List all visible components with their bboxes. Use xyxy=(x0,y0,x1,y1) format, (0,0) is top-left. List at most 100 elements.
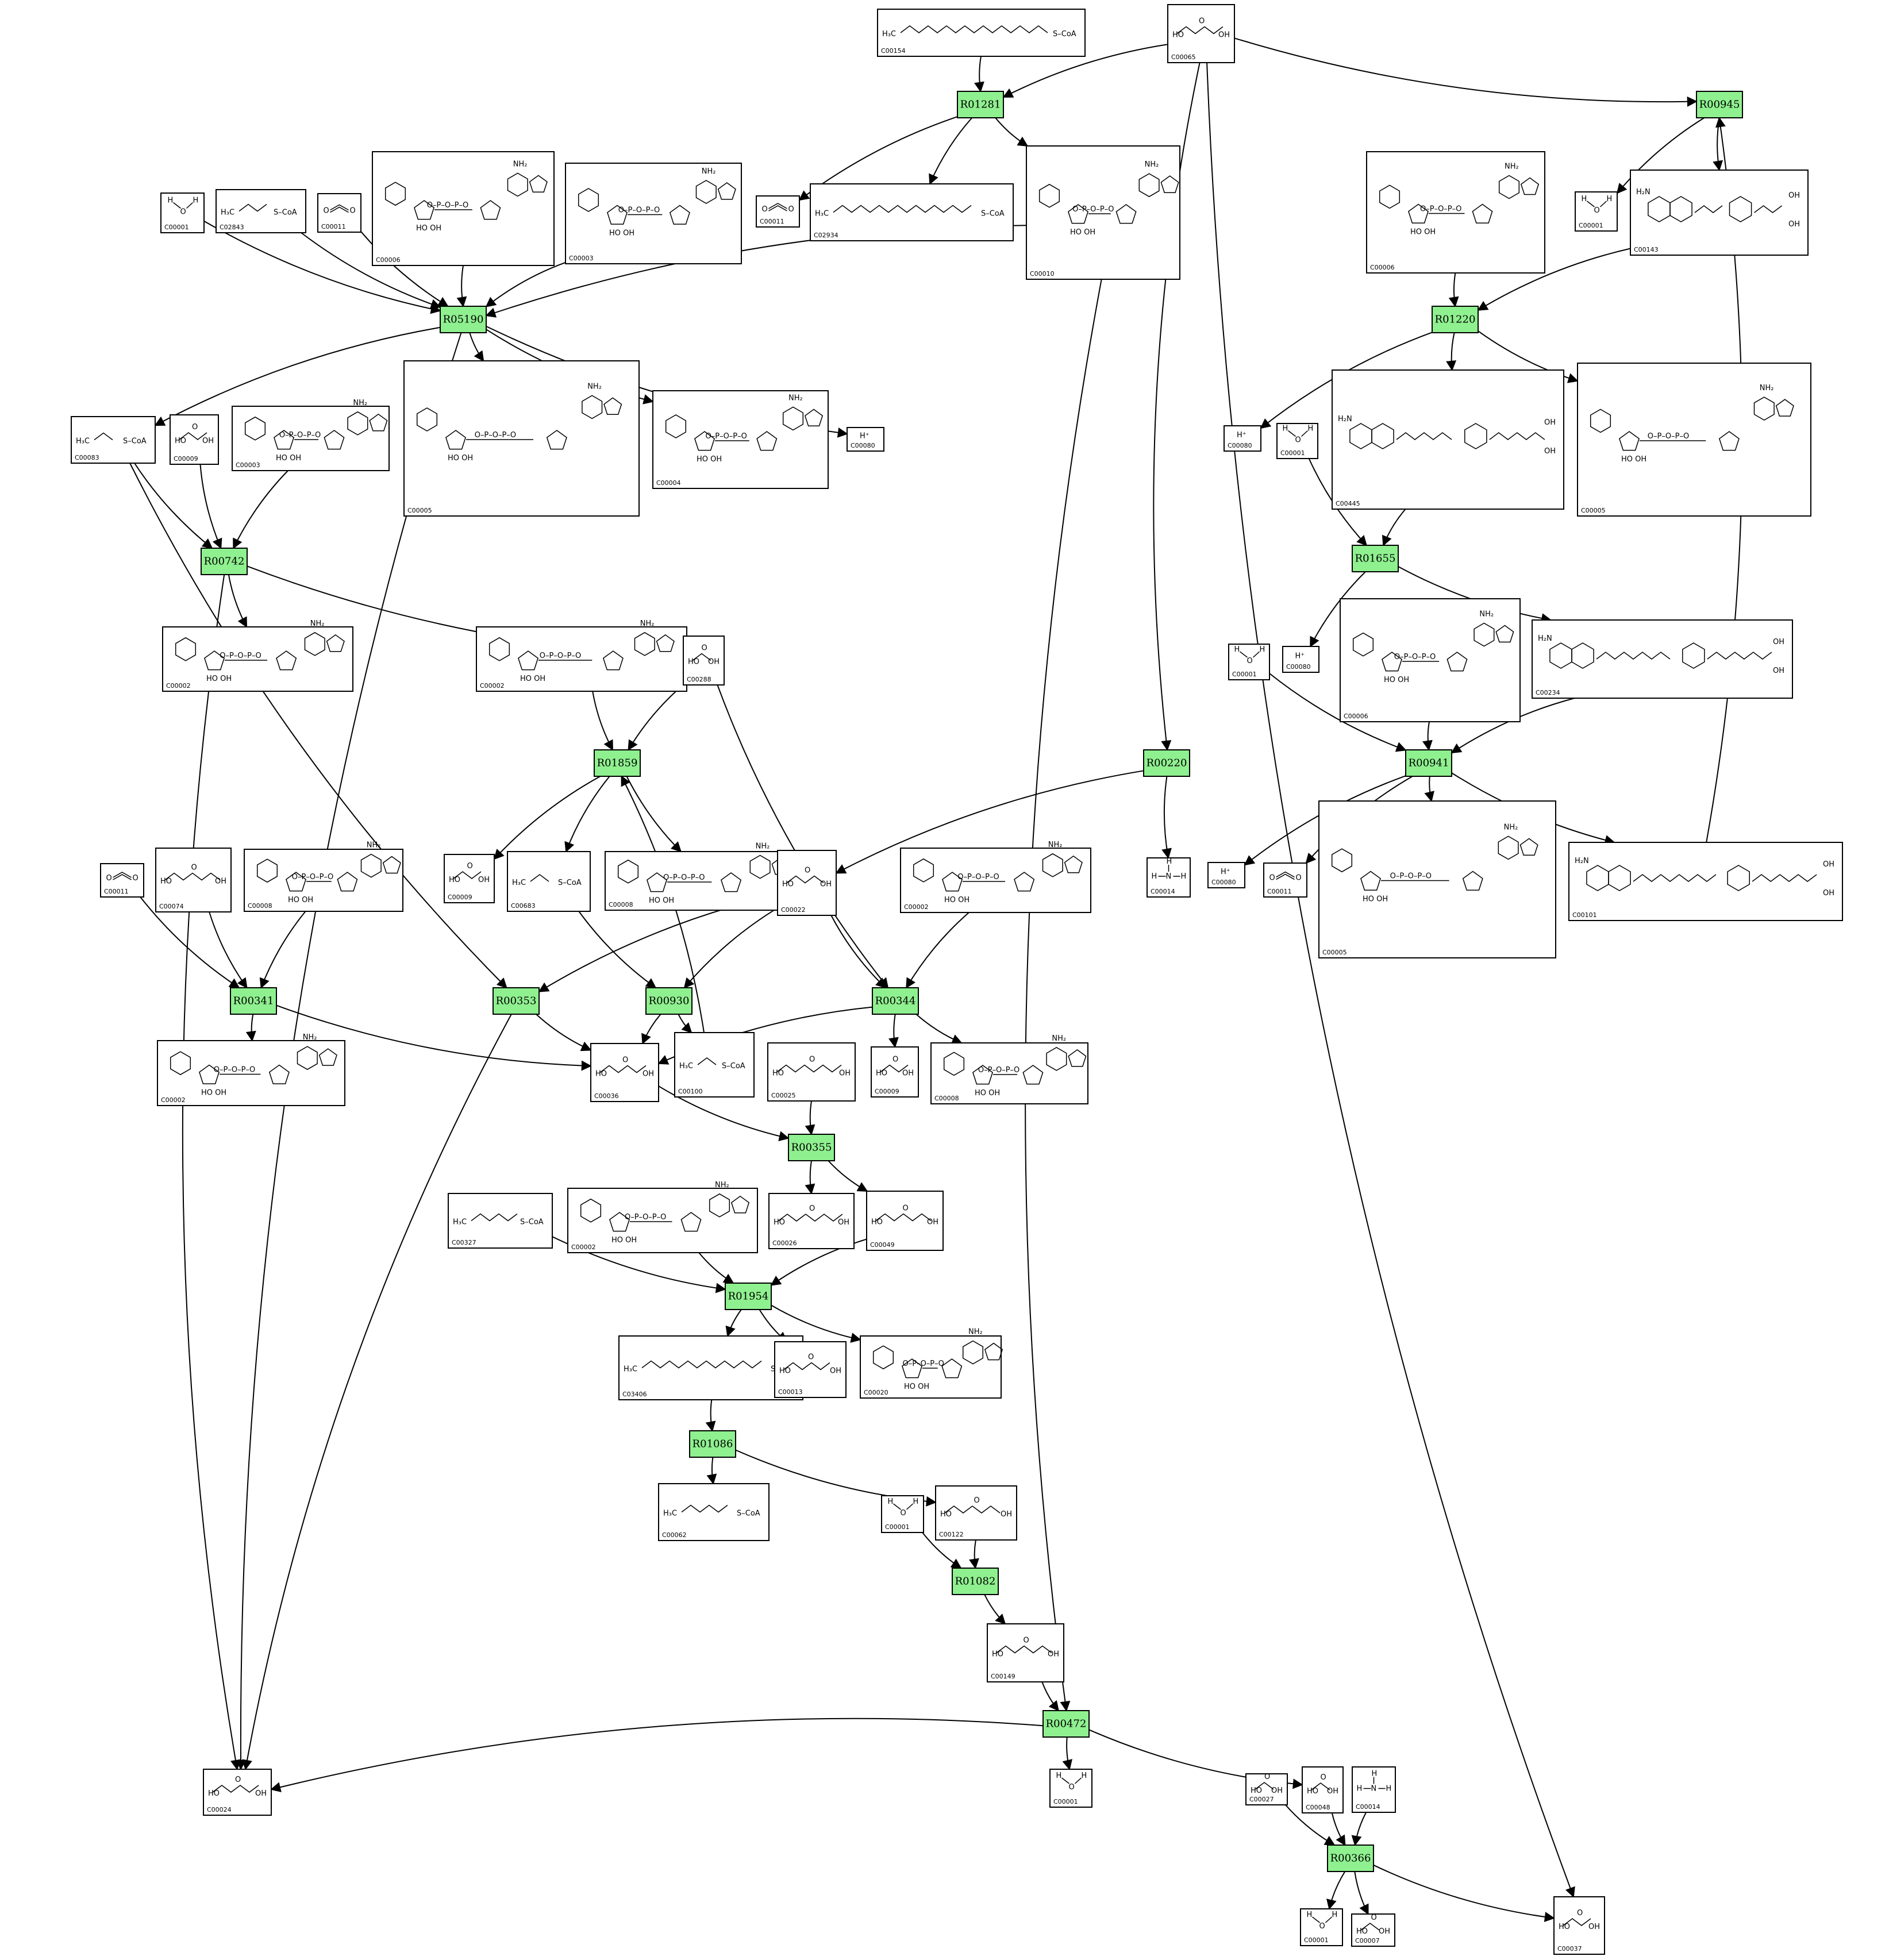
reaction-node[interactable]: R01082 xyxy=(952,1568,999,1595)
reaction-node[interactable]: R05190 xyxy=(440,306,487,333)
svg-text:S–CoA: S–CoA xyxy=(1053,30,1076,38)
reaction-node[interactable]: R01086 xyxy=(689,1430,736,1458)
reaction-node[interactable]: R01220 xyxy=(1432,306,1479,333)
svg-text:OH: OH xyxy=(839,1069,851,1078)
compound-box xyxy=(160,192,205,233)
reaction-edge xyxy=(1713,117,1723,171)
reaction-node[interactable]: R00472 xyxy=(1042,1710,1090,1738)
compound-node[interactable]: H⁺C00080 xyxy=(1224,425,1261,452)
reaction-edge xyxy=(678,1014,692,1034)
reaction-node[interactable]: R00220 xyxy=(1143,749,1190,777)
svg-text:H₂N: H₂N xyxy=(1636,188,1651,197)
compound-id: C00011 xyxy=(321,223,346,230)
reaction-node[interactable]: R00366 xyxy=(1327,1845,1374,1872)
reaction-id: R00344 xyxy=(875,995,916,1007)
reaction-node[interactable]: R01954 xyxy=(725,1283,772,1310)
reaction-node[interactable]: R00742 xyxy=(201,548,248,575)
compound-node[interactable]: H⁺C00080 xyxy=(1282,646,1319,673)
reaction-node[interactable]: R01859 xyxy=(594,749,641,777)
reaction-node[interactable]: R00341 xyxy=(230,987,277,1015)
svg-text:H: H xyxy=(193,197,199,205)
reaction-node[interactable]: R00945 xyxy=(1696,91,1743,118)
reaction-node[interactable]: R00941 xyxy=(1405,749,1452,777)
reaction-node[interactable]: R01655 xyxy=(1352,545,1399,572)
compound-box xyxy=(155,848,232,912)
reaction-node[interactable]: R00353 xyxy=(493,987,540,1015)
reaction-node[interactable]: R00355 xyxy=(788,1134,835,1161)
compound-node[interactable]: H⁺C00080 xyxy=(847,427,884,452)
reaction-node[interactable]: R00930 xyxy=(645,987,692,1015)
reaction-edge xyxy=(1477,248,1631,311)
compound-node[interactable]: H⁺C00080 xyxy=(1207,862,1245,888)
reaction-node[interactable]: R01281 xyxy=(957,91,1004,118)
reaction-id: R00366 xyxy=(1330,1853,1371,1865)
reaction-node[interactable]: R00344 xyxy=(872,987,919,1015)
